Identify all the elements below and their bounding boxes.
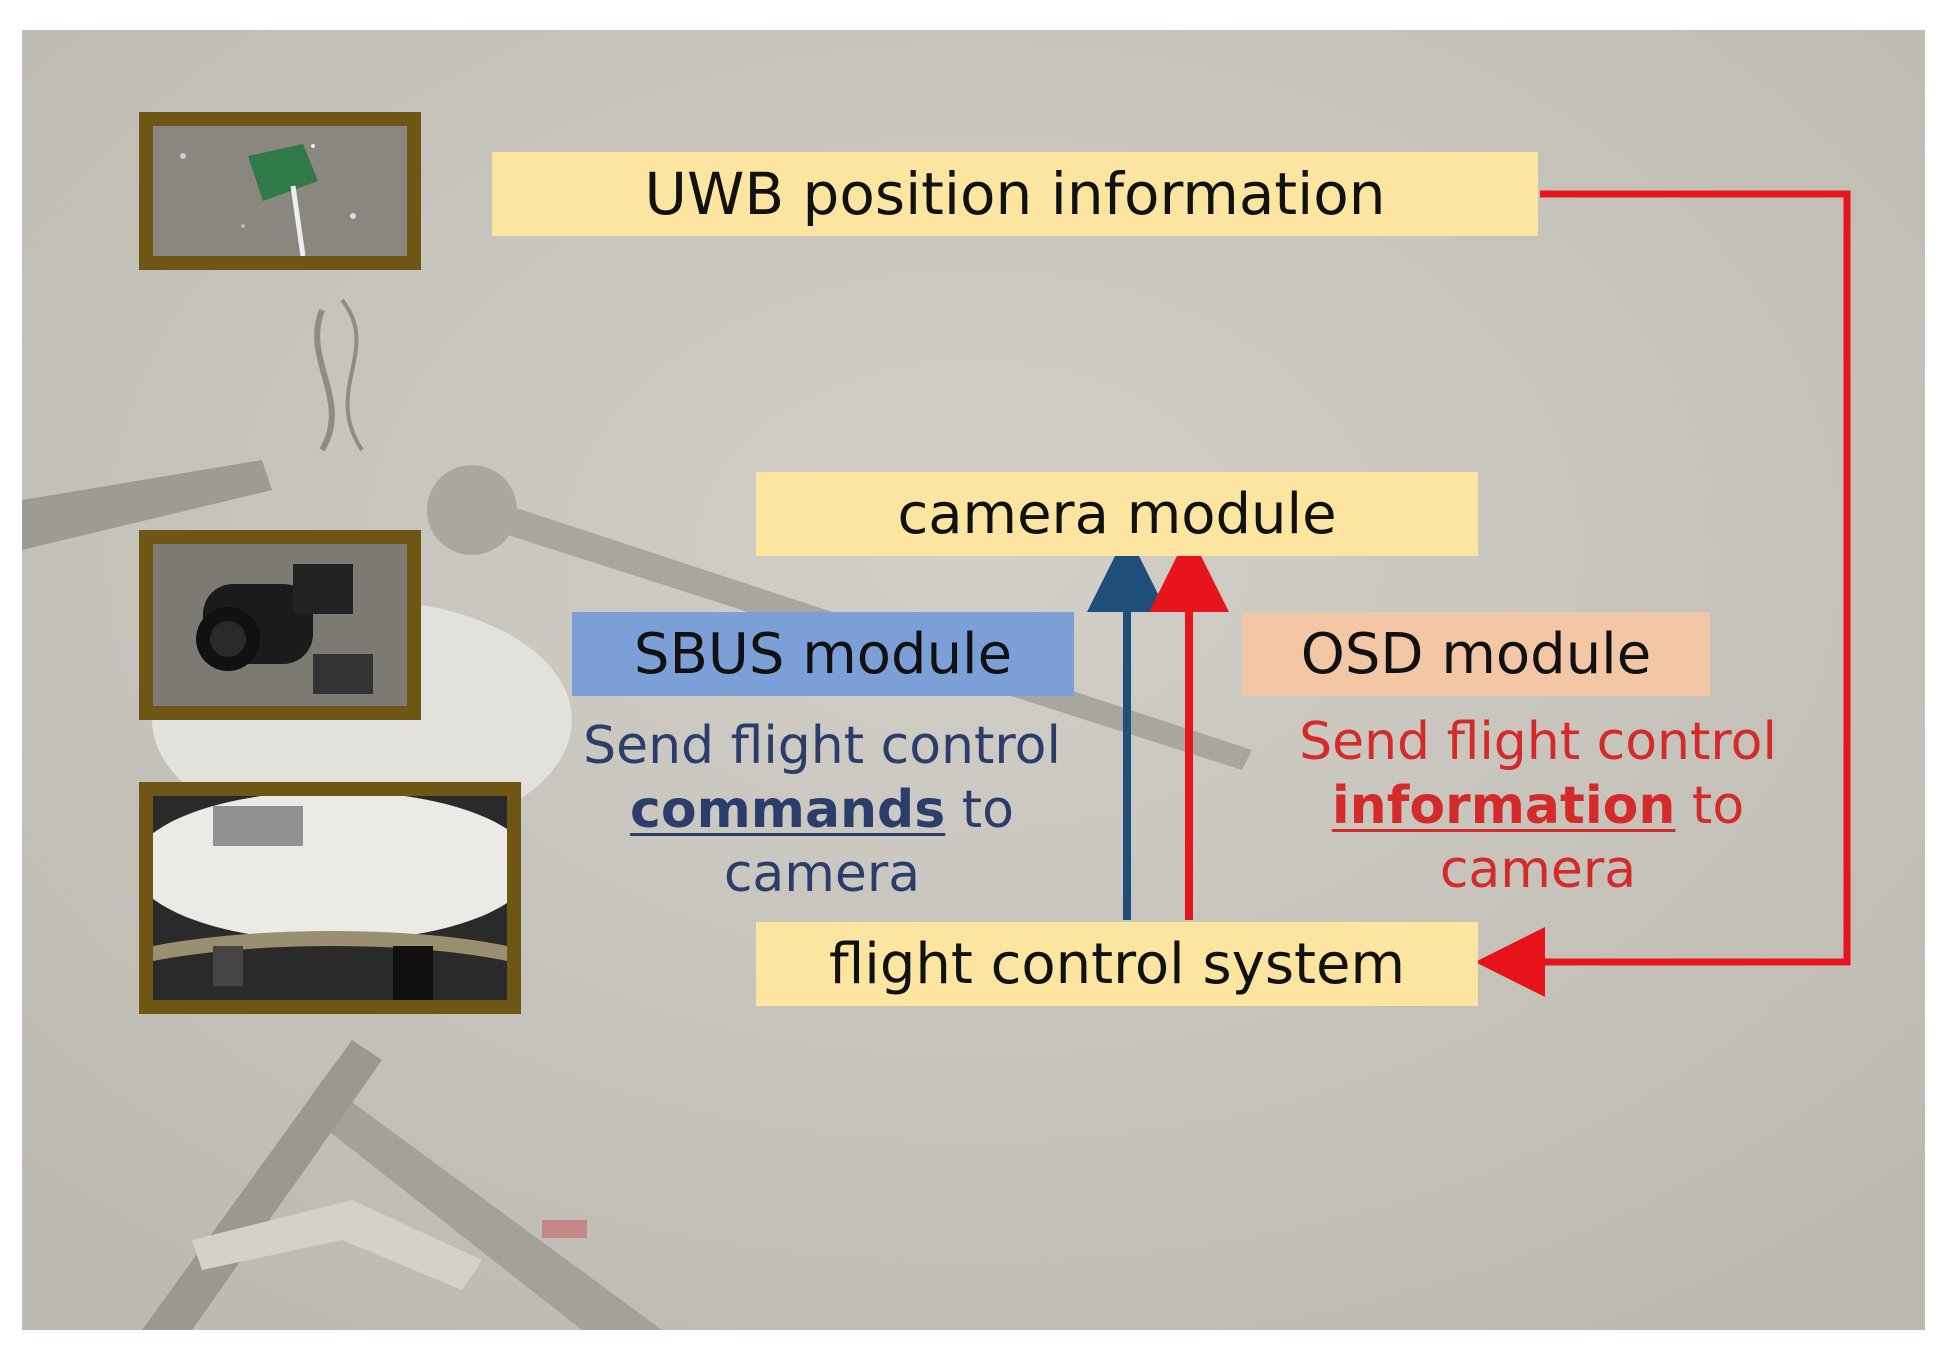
osd-desc-keyword: information — [1331, 776, 1676, 836]
flight-control-system-node: flight control system — [756, 922, 1478, 1006]
sbus-desc-line3: camera — [723, 844, 921, 904]
sbus-description: Send flight control commands to camera — [532, 714, 1112, 906]
osd-module-node: OSD module — [1242, 612, 1710, 696]
flight-controller-icon — [153, 796, 507, 1000]
osd-description: Send flight control information to camer… — [1248, 710, 1828, 902]
flight-controller-photo — [139, 782, 521, 1014]
osd-desc-line3: camera — [1439, 840, 1637, 900]
uwb-to-fcs-arrow — [1475, 190, 1851, 997]
osd-desc-line2-rest: to — [1675, 776, 1745, 836]
camera-module-label: camera module — [897, 481, 1337, 547]
uwb-board-icon — [153, 126, 407, 256]
sbus-desc-line2-rest: to — [945, 780, 1014, 840]
uwb-module-photo — [139, 112, 421, 270]
uwb-position-label: UWB position information — [644, 160, 1386, 228]
sbus-desc-line1: Send flight control — [583, 716, 1061, 776]
camera-gimbal-photo — [139, 530, 421, 720]
sbus-desc-line2: commands to — [532, 778, 1112, 842]
osd-desc-line2: information to — [1248, 774, 1828, 838]
sbus-module-node: SBUS module — [572, 612, 1074, 696]
osd-module-label: OSD module — [1300, 621, 1652, 687]
sbus-desc-keyword: commands — [630, 780, 946, 840]
sbus-module-label: SBUS module — [633, 621, 1013, 687]
camera-module-node: camera module — [756, 472, 1478, 556]
osd-desc-line1: Send flight control — [1299, 712, 1777, 772]
camera-gimbal-icon — [153, 544, 407, 706]
flight-control-system-label: flight control system — [829, 931, 1405, 997]
uwb-position-node: UWB position information — [492, 152, 1538, 236]
